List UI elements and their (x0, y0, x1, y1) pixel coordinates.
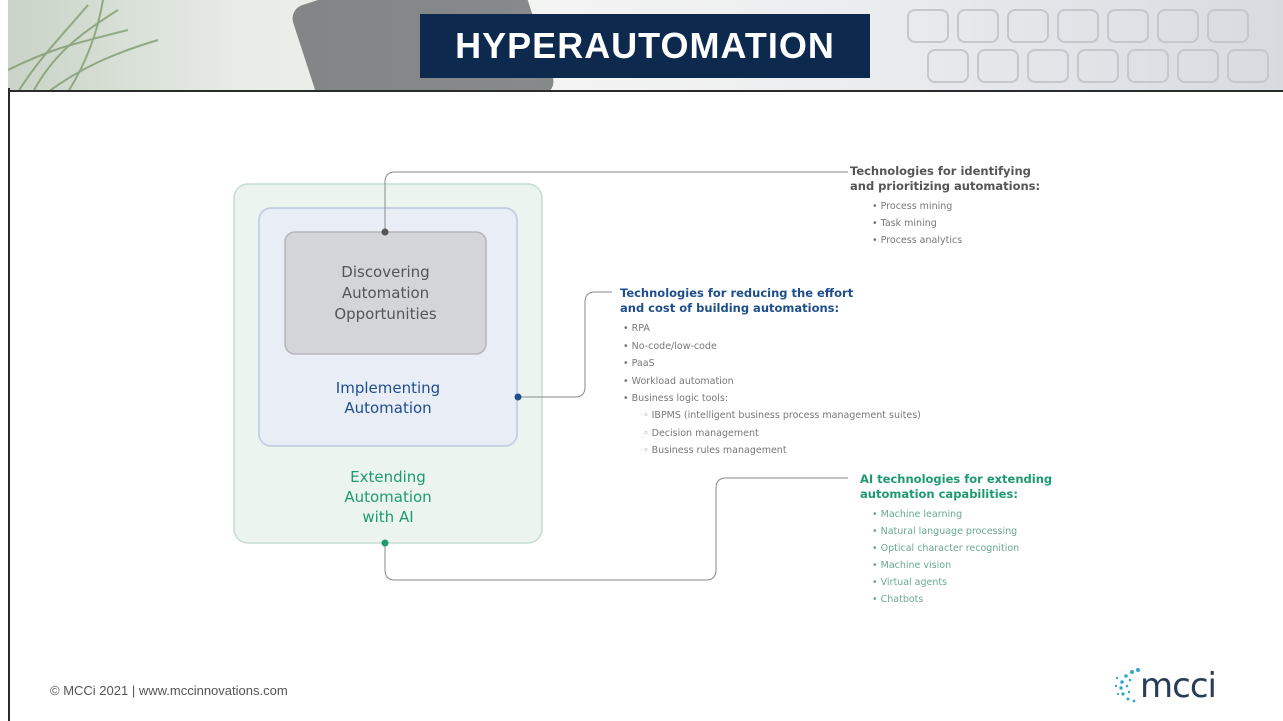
list-item: • Business logic tools: (623, 393, 729, 404)
list-item: • Process mining (872, 201, 953, 212)
middle-line-1: Implementing (335, 379, 441, 397)
company-logo: mcci (1140, 666, 1217, 706)
middle-box-label: Implementing Automation (259, 378, 517, 418)
list-item: • Machine learning (872, 509, 963, 520)
connector-gray-dot (381, 228, 389, 236)
list-item: • PaaS (623, 358, 655, 369)
connector-gray (384, 171, 848, 232)
list-item: • Task mining (872, 218, 937, 229)
group1-heading-line-1: Technologies for identifying (850, 164, 1031, 178)
frame-left-border (8, 88, 10, 721)
list-item: • Chatbots (872, 594, 924, 605)
list-item: • RPA (623, 323, 650, 334)
group2-heading: Technologies for reducing the effort and… (620, 286, 853, 316)
inner-line-3: Opportunities (334, 305, 437, 323)
group1-list: • Process mining • Task mining • Process… (872, 198, 962, 249)
group1-heading: Technologies for identifying and priorit… (850, 164, 1040, 194)
list-item: • No-code/low-code (623, 340, 717, 352)
list-subitem: ◦ Business rules management (643, 445, 787, 456)
group2-list: • RPA • No-code/low-code • PaaS • Worklo… (623, 320, 734, 408)
inner-line-1: Discovering (341, 263, 430, 281)
inner-line-2: Automation (341, 284, 430, 302)
list-item: • Optical character recognition (872, 543, 1020, 554)
list-item: • Workload automation (623, 375, 734, 387)
connector-blue-dot (514, 393, 522, 401)
outer-line-3: with AI (362, 508, 414, 526)
list-item: • Process analytics (872, 235, 963, 246)
outer-line-1: Extending (350, 468, 426, 486)
group3-heading-line-1: AI technologies for extending (860, 472, 1053, 486)
group3-heading-line-2: automation capabilities: (860, 487, 1018, 501)
connector-blue (517, 291, 612, 398)
list-subitem: ◦ IBPMS (intelligent business process ma… (643, 410, 921, 421)
inner-box-label: Discovering Automation Opportunities (285, 262, 486, 325)
group2-heading-line-1: Technologies for reducing the effort (620, 286, 854, 300)
outer-box-label: Extending Automation with AI (234, 467, 542, 527)
middle-line-2: Automation (344, 399, 432, 417)
footer-copyright: © MCCi 2021 | www.mccinnovations.com (50, 683, 288, 698)
group3-heading: AI technologies for extending automation… (860, 472, 1052, 502)
slide-title: HYPERAUTOMATION (455, 25, 835, 66)
list-item: • Natural language processing (872, 526, 1018, 537)
group2-sublist: ◦ IBPMS (intelligent business process ma… (643, 407, 921, 460)
group1-heading-line-2: and prioritizing automations: (850, 179, 1041, 193)
list-item: • Machine vision (872, 560, 952, 571)
list-subitem: ◦ Decision management (643, 427, 759, 439)
banner-divider (10, 90, 1283, 92)
list-item: • Virtual agents (872, 577, 948, 588)
connector-green-dot (381, 539, 389, 547)
group3-list: • Machine learning • Natural language pr… (872, 506, 1019, 608)
connector-green (384, 477, 848, 581)
outer-line-2: Automation (344, 488, 432, 506)
title-box (420, 14, 870, 78)
group2-heading-line-2: and cost of building automations: (620, 301, 840, 315)
logo-dots-icon (1114, 668, 1140, 703)
